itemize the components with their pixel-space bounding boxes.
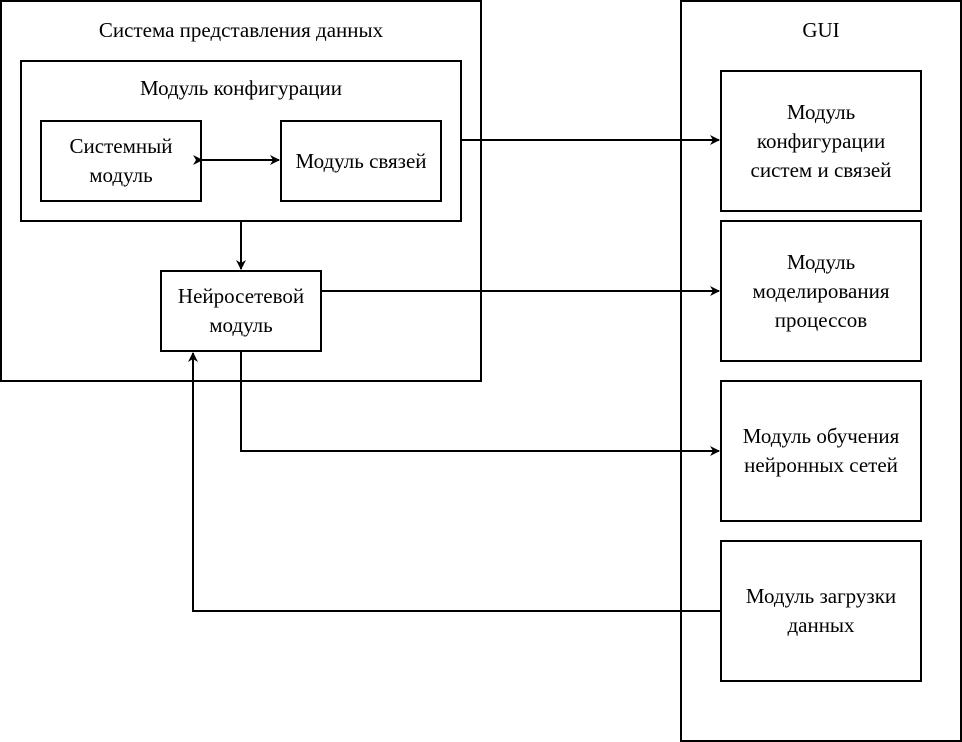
gui-training-module-box: Модуль обучения нейронных сетей bbox=[720, 380, 922, 522]
gui-loading-module-box: Модуль загрузки данных bbox=[720, 540, 922, 682]
gui-modeling-module-label: Модуль моделирования процессов bbox=[752, 249, 890, 332]
gui-config-module-box: Модуль конфигурации систем и связей bbox=[720, 70, 922, 212]
gui-training-module-label: Модуль обучения нейронных сетей bbox=[742, 424, 900, 477]
gui-loading-to-neural-arrow bbox=[188, 352, 720, 612]
links-module-label: Модуль связей bbox=[295, 148, 427, 173]
neural-module-box: Нейросетевой модуль bbox=[160, 270, 322, 352]
neural-module-label: Нейросетевой модуль bbox=[177, 284, 305, 337]
data-system-title: Система представления данных bbox=[98, 18, 384, 42]
gui-config-module-label: Модуль конфигурации систем и связей bbox=[750, 99, 892, 182]
gui-modeling-module-box: Модуль моделирования процессов bbox=[720, 220, 922, 362]
links-module-box: Модуль связей bbox=[280, 120, 442, 202]
gui-loading-module-label: Модуль загрузки данных bbox=[745, 584, 897, 637]
system-module-box: Системный модуль bbox=[40, 120, 202, 202]
system-module-label: Системный модуль bbox=[69, 134, 173, 187]
gui-title: GUI bbox=[802, 18, 840, 42]
config-module-title: Модуль конфигурации bbox=[140, 76, 342, 100]
